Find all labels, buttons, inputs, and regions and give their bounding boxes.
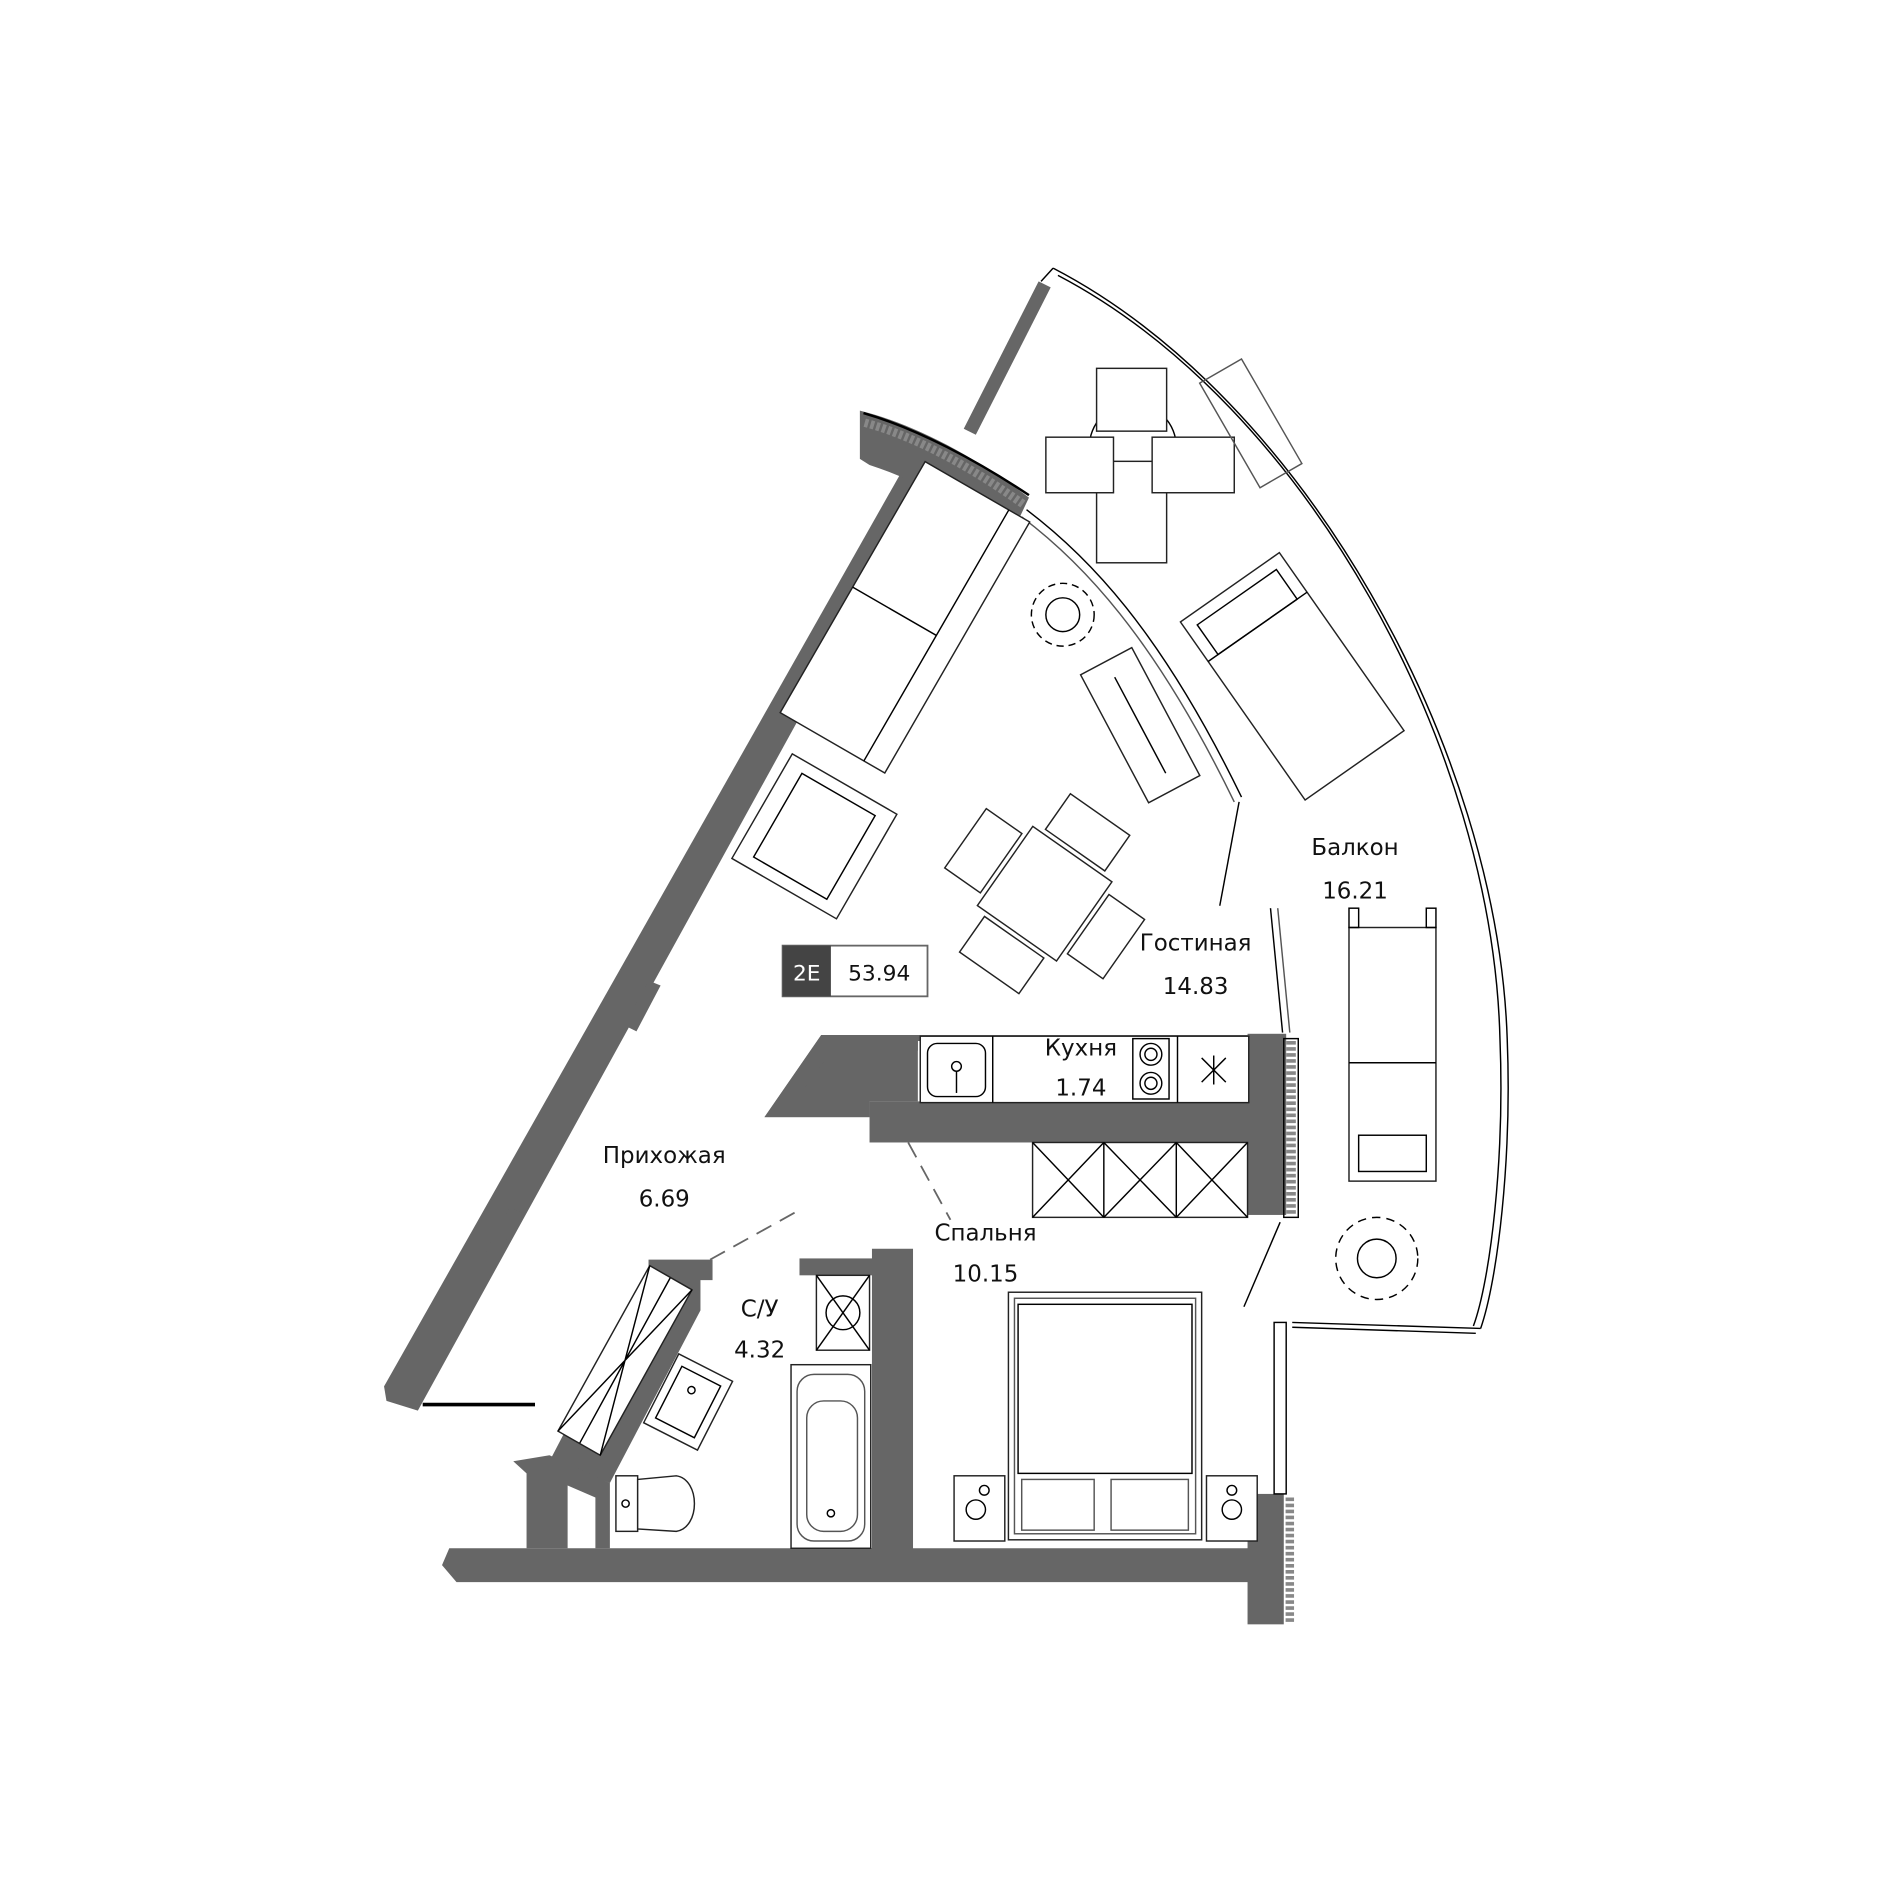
stove-icon (1132, 1037, 1170, 1100)
dining-table-icon (1045, 367, 1235, 564)
sofa-icon (779, 460, 1031, 775)
plant-icon (1334, 1216, 1419, 1301)
room-area: 14.83 (1163, 974, 1229, 1000)
room-label-bedroom: Спальня 10.15 (934, 1220, 1036, 1287)
room-area: 6.69 (639, 1186, 690, 1212)
room-name: Гостиная (1140, 930, 1252, 956)
room-area: 16.21 (1322, 879, 1388, 905)
room-name: С/У (741, 1296, 779, 1322)
room-name: Прихожая (603, 1143, 726, 1169)
room-label-living: Гостиная 14.83 (1140, 930, 1252, 999)
armchair-icon (730, 752, 898, 920)
balcony-outline (1040, 267, 1509, 1335)
room-name: Балкон (1311, 835, 1398, 861)
shower-drain-icon (815, 1274, 871, 1351)
tv-stand-icon (1079, 646, 1201, 804)
lounge-chair-icon (1348, 907, 1437, 1182)
room-label-hallway: Прихожая 6.69 (603, 1143, 726, 1212)
room-area: 1.74 (1055, 1075, 1106, 1101)
room-label-kitchen: Кухня 1.74 (1045, 1036, 1117, 1102)
kitchen-counter (919, 1035, 1250, 1104)
nightstand-icon (953, 1475, 1006, 1542)
total-area: 53.94 (848, 962, 910, 987)
toilet-icon (615, 1475, 696, 1533)
apartment-badge: 2E 53.94 (781, 944, 929, 998)
dining-set-icon (943, 792, 1146, 995)
glazing (422, 509, 1299, 1625)
double-bed-icon (1007, 1291, 1203, 1541)
lounge-chair-icon (1179, 551, 1406, 801)
room-label-bathroom: С/У 4.32 (734, 1296, 785, 1363)
door-lines (709, 1142, 952, 1261)
lounge-chair-icon (1198, 357, 1303, 489)
wardrobe-icon (1031, 1141, 1249, 1219)
fridge-icon (1201, 1055, 1227, 1085)
room-area: 4.32 (734, 1337, 785, 1363)
room-name: Спальня (934, 1220, 1036, 1246)
sink-icon (926, 1042, 987, 1098)
room-label-balcony: Балкон 16.21 (1311, 835, 1398, 904)
plant-icon (1030, 582, 1095, 647)
nightstand-icon (1205, 1475, 1258, 1542)
room-area: 10.15 (953, 1261, 1019, 1287)
washbasin-icon (642, 1352, 734, 1452)
hall-wardrobe-icon (556, 1264, 693, 1457)
apartment-type: 2E (793, 962, 821, 987)
bathtub-icon (790, 1363, 872, 1549)
room-name: Кухня (1045, 1036, 1117, 1062)
